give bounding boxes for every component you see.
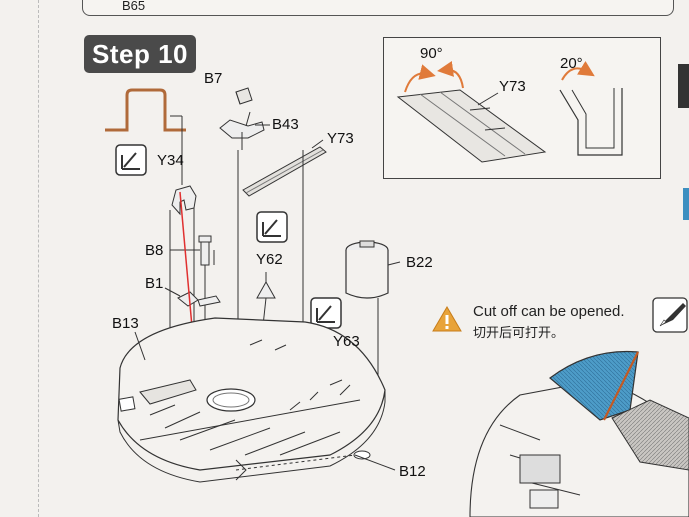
previous-step-frame [82, 0, 674, 16]
label-b7: B7 [204, 70, 223, 87]
label-b12: B12 [399, 463, 426, 480]
step-title: Step 10 [84, 35, 196, 73]
previous-step-part-label: B65 [122, 0, 146, 13]
bend-icon [310, 297, 342, 329]
label-b43: B43 [272, 116, 299, 133]
label-b8: B8 [145, 242, 164, 259]
detail-angle-90: 90° [420, 45, 443, 62]
label-y63: Y63 [333, 333, 360, 350]
b7-part [235, 87, 253, 105]
b13-leader [134, 331, 146, 361]
warning-text: Cut off can be opened. [473, 303, 625, 320]
label-y34: Y34 [157, 152, 184, 169]
b1-part [164, 287, 221, 307]
section-marker [683, 188, 689, 220]
label-b22: B22 [406, 254, 433, 271]
b43-part [219, 111, 270, 150]
bend-icon [115, 144, 147, 176]
hobby-knife-icon [652, 297, 688, 333]
y73-part [242, 139, 327, 197]
y34-bend-profile [105, 88, 186, 185]
cut-panel [549, 350, 639, 421]
b22-part [345, 240, 401, 400]
label-b1: B1 [145, 275, 164, 292]
next-step-tab [678, 64, 689, 108]
detail-angle-20: 20° [560, 55, 583, 72]
label-y62: Y62 [256, 251, 283, 268]
y73-bend-detail [396, 61, 547, 163]
y73-profile-detail [559, 60, 623, 156]
bend-icon [256, 211, 288, 243]
b12-part [235, 450, 396, 481]
warning-text-cn: 切开后可打开。 [473, 325, 565, 340]
label-y73: Y73 [327, 130, 354, 147]
detail-part-label: Y73 [499, 78, 526, 95]
page-fold-line [38, 0, 39, 517]
label-b13: B13 [112, 315, 139, 332]
warning-triangle-icon [432, 306, 462, 332]
opened-hatch-preview [469, 350, 689, 517]
b13-base-plate [117, 317, 386, 483]
